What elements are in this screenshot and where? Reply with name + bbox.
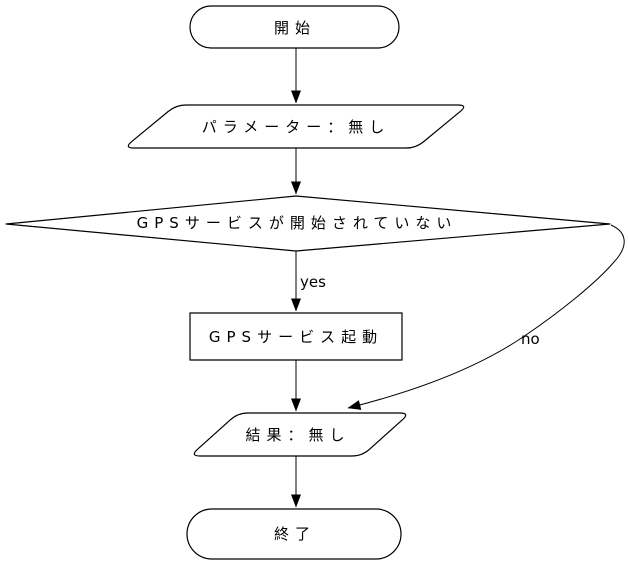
terminator-shape bbox=[189, 5, 400, 49]
node-start-label: 開始 bbox=[274, 19, 316, 37]
node-end-label: 終了 bbox=[274, 525, 316, 543]
node-decision-label: GPSサービスが開始されていない bbox=[137, 214, 458, 232]
nodes-layer: 開始 パラメーター：無し GPSサービスが開始されていない GPSサービス起動 … bbox=[5, 5, 611, 560]
node-decision: GPSサービスが開始されていない bbox=[5, 195, 611, 252]
node-start: 開始 bbox=[189, 5, 400, 49]
terminator-shape bbox=[186, 508, 402, 560]
node-process: GPSサービス起動 bbox=[189, 312, 403, 361]
node-process-label: GPSサービス起動 bbox=[209, 328, 383, 346]
process-rect-shape bbox=[189, 312, 403, 361]
node-end: 終了 bbox=[186, 508, 402, 560]
node-result-label: 結果：無し bbox=[245, 426, 350, 444]
decision-diamond-shape bbox=[5, 195, 611, 252]
edge-label-no: no bbox=[521, 330, 540, 348]
edge-decision-to-result-no bbox=[347, 224, 625, 410]
node-result: 結果：無し bbox=[193, 412, 407, 457]
io-parallelogram-shape bbox=[127, 104, 465, 149]
edge-label-yes: yes bbox=[300, 273, 326, 291]
node-params: パラメーター：無し bbox=[127, 104, 465, 149]
io-parallelogram-shape bbox=[193, 412, 407, 457]
node-params-label: パラメーター：無し bbox=[202, 118, 391, 136]
edges-layer: yes no bbox=[291, 48, 625, 508]
